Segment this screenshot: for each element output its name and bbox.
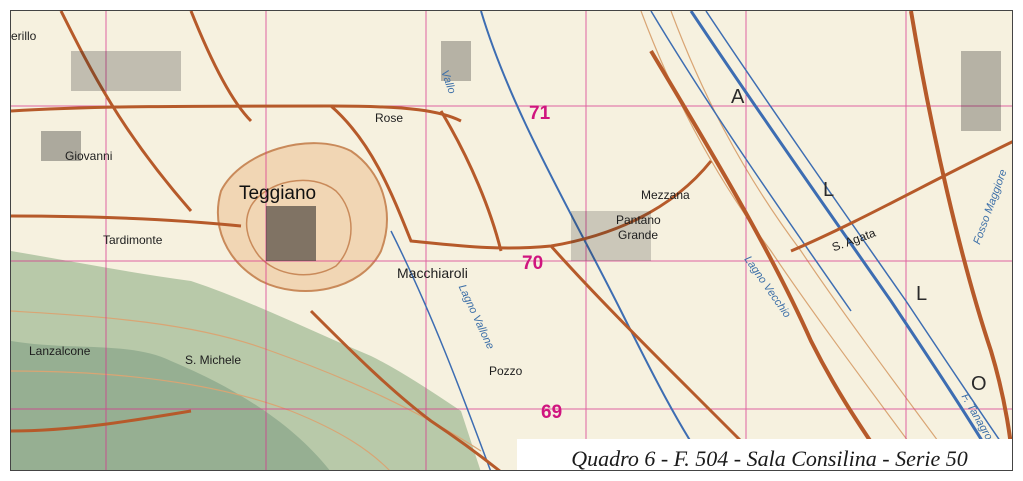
waterways (390, 11, 1012, 470)
valley-letter-o: O (971, 373, 987, 395)
grid-number-70: 70 (522, 253, 544, 274)
grid-lines (11, 11, 1012, 470)
topographic-map[interactable]: 71 70 69 Teggiano Macchiaroli Mezzana Pa… (10, 10, 1013, 471)
map-graphics (11, 11, 1012, 470)
grid-number-69: 69 (541, 402, 563, 423)
place-tardimonte: Tardimonte (103, 233, 163, 247)
roads (11, 11, 1012, 470)
place-macchiaroli: Macchiaroli (397, 265, 468, 281)
place-pantano: Pantano (616, 213, 661, 227)
place-teggiano: Teggiano (239, 183, 317, 204)
place-orillo: erillo (11, 29, 37, 43)
place-s-michele: S. Michele (185, 353, 242, 367)
valley-letter-l1: L (823, 179, 835, 201)
grid-number-71: 71 (529, 103, 551, 124)
place-pozzo: Pozzo (489, 364, 523, 378)
place-lanzalcone: Lanzalcone (29, 344, 91, 358)
place-mezzana: Mezzana (641, 188, 690, 202)
map-caption: Quadro 6 - F. 504 - Sala Consilina - Ser… (517, 439, 1012, 470)
place-grande: Grande (618, 228, 659, 242)
hill-contour-inner (245, 179, 352, 276)
place-giovanni: Giovanni (65, 149, 113, 163)
buildings (41, 41, 1001, 261)
valley-letter-l2: L (916, 283, 928, 305)
valley-letter-a: A (731, 86, 745, 108)
place-rose: Rose (375, 111, 404, 125)
